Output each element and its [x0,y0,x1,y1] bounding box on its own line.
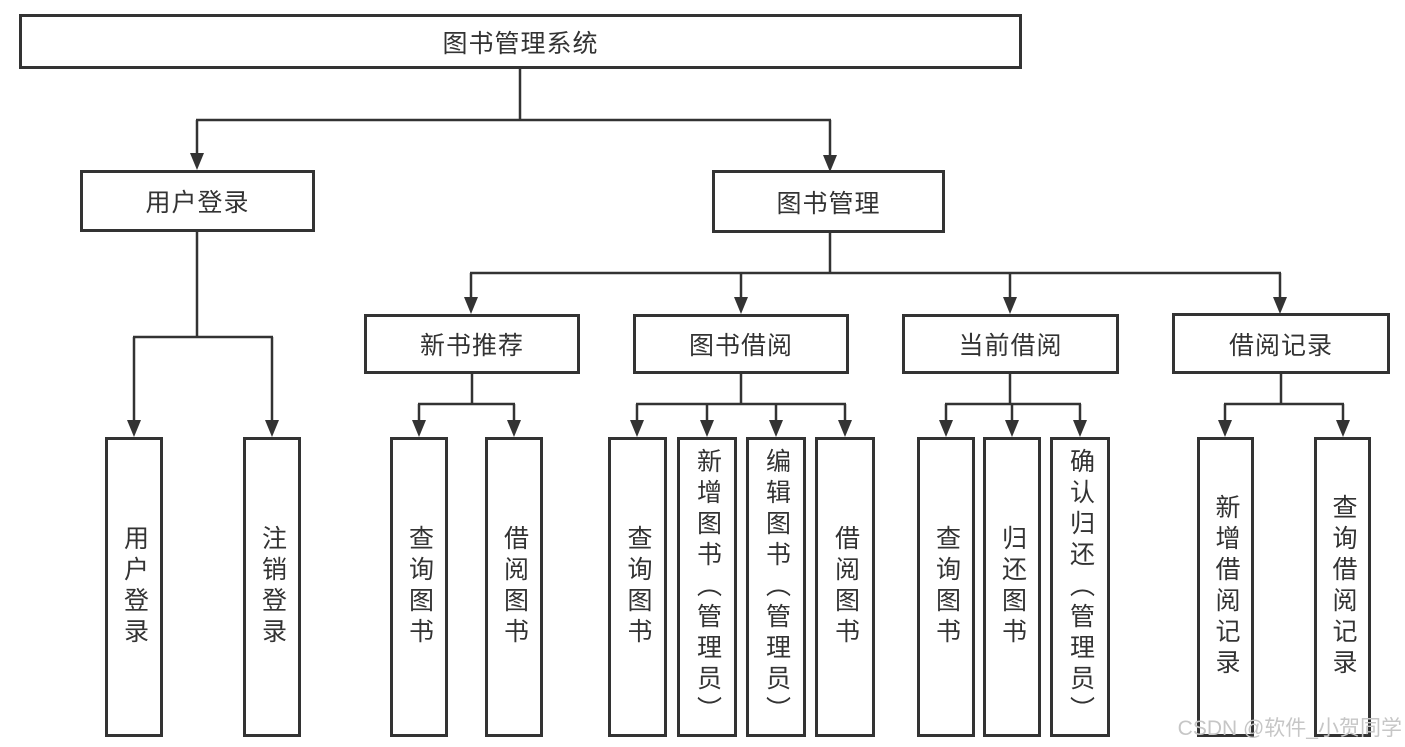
arrow-down-icon [265,420,279,437]
node-query-borrow-record: 查询借阅记录 [1314,437,1371,737]
node-edit-book-admin: 编辑图书（管理员） [746,437,806,737]
node-label: 确认归还（管理员） [1066,447,1095,727]
arrow-down-icon [1218,420,1232,437]
node-logout: 注销登录 [243,437,301,737]
connectors-current-borrowing [939,373,1087,437]
arrow-down-icon [630,420,644,437]
node-label: 用户登录 [120,525,149,649]
connectors-user-login [127,231,279,437]
arrow-down-icon [1003,297,1017,314]
connectors-book-borrowing [630,373,852,437]
arrow-down-icon [127,420,141,437]
arrow-down-icon [464,297,478,314]
node-query-books-current: 查询图书 [917,437,975,737]
node-label: 借阅记录 [1228,331,1333,360]
connectors-new-book-recommend [412,373,521,437]
arrow-down-icon [1273,297,1287,314]
connectors-root [190,68,837,172]
node-query-books-recommend: 查询图书 [390,437,448,737]
node-label: 借阅图书 [500,525,529,649]
node-book-borrowing: 图书借阅 [633,314,849,374]
node-borrow-books-recommend: 借阅图书 [485,437,543,737]
node-label: 新书推荐 [419,332,524,360]
node-current-borrowing: 当前借阅 [902,314,1119,374]
arrow-down-icon [838,420,852,437]
arrow-down-icon [939,420,953,437]
node-label: 注销登录 [258,525,287,649]
csdn-watermark: CSDN @软件_小贺同学 [1177,717,1402,740]
node-label: 归还图书 [998,525,1027,649]
node-label: 图书管理 [776,189,881,218]
node-library-management-system: 图书管理系统 [19,14,1022,69]
arrow-down-icon [734,297,748,314]
node-label: 查询图书 [405,525,434,649]
node-label: 编辑图书（管理员） [762,447,791,727]
node-label: 图书借阅 [688,332,793,360]
node-confirm-return-admin: 确认归还（管理员） [1050,437,1110,737]
node-label: 当前借阅 [958,332,1063,360]
node-user-login-branch: 用户登录 [80,170,315,232]
node-borrow-records: 借阅记录 [1172,313,1390,374]
arrow-down-icon [769,420,783,437]
node-label: 查询图书 [624,525,652,649]
node-label: 用户登录 [145,189,250,217]
node-user-login-action: 用户登录 [105,437,163,737]
node-label: 新增图书（管理员） [693,447,722,727]
arrow-down-icon [1073,420,1087,437]
node-return-books: 归还图书 [983,437,1041,737]
node-book-management-branch: 图书管理 [712,170,945,233]
connectors-borrow-records [1218,373,1350,437]
arrow-down-icon [1005,420,1019,437]
arrow-down-icon [412,420,426,437]
node-label: 查询图书 [932,525,961,649]
node-label: 查询借阅记录 [1329,494,1357,680]
node-add-borrow-record: 新增借阅记录 [1197,437,1254,737]
node-add-book-admin: 新增图书（管理员） [677,437,737,737]
node-query-books-borrowing: 查询图书 [608,437,667,737]
node-borrow-books-borrowing: 借阅图书 [815,437,875,737]
connectors-book-management [464,232,1287,314]
node-label: 借阅图书 [831,525,860,649]
node-label: 新增借阅记录 [1212,494,1240,680]
node-label: 图书管理系统 [442,29,599,58]
arrow-down-icon [507,420,521,437]
arrow-down-icon [700,420,714,437]
arrow-down-icon [190,153,204,170]
node-new-book-recommend: 新书推荐 [364,314,580,374]
arrow-down-icon [1336,420,1350,437]
